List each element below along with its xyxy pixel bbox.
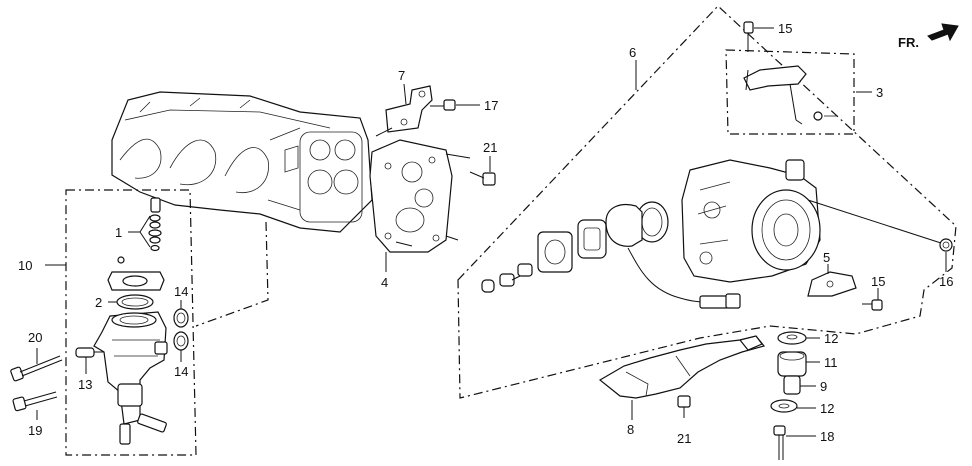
callout-12-upper: 12 [824, 331, 838, 346]
callout-13: 13 [78, 377, 92, 392]
leader-1 [128, 215, 151, 248]
bolt-19 [12, 391, 58, 412]
group-6-outline [457, 5, 957, 399]
callout-19: 19 [28, 423, 42, 438]
callout-18: 18 [820, 429, 834, 444]
callout-14-lower: 14 [174, 364, 188, 379]
group-3-outline [725, 49, 855, 135]
callout-4: 4 [381, 275, 388, 290]
fast-idle-valve-stack [117, 197, 162, 264]
bracket-5 [807, 271, 857, 297]
callout-14-upper: 14 [174, 284, 188, 299]
callout-3: 3 [876, 85, 883, 100]
manifold-leader [195, 221, 269, 327]
cover-gasket [107, 271, 165, 310]
callout-7: 7 [398, 68, 405, 83]
hose-fitting [75, 347, 104, 358]
bracket-8 [598, 335, 766, 399]
o-rings [173, 308, 189, 351]
bolt-15-upper [743, 21, 754, 91]
callout-21-upper: 21 [483, 140, 497, 155]
bolt-17 [430, 99, 456, 111]
leader-7 [403, 83, 407, 105]
callout-20: 20 [28, 330, 42, 345]
bolt-20 [10, 355, 63, 382]
group-10-outline [65, 189, 197, 456]
callout-6: 6 [629, 45, 636, 60]
bolt-15-lower [862, 299, 883, 311]
sensor-screw [481, 263, 533, 293]
callout-10: 10 [18, 258, 32, 273]
arrow-right-icon [927, 23, 959, 42]
callout-17: 17 [484, 98, 498, 113]
throttle-body [681, 159, 945, 283]
callout-12-lower: 12 [820, 401, 834, 416]
bolt-21-upper [469, 171, 496, 186]
callout-16: 16 [939, 274, 953, 289]
callout-5: 5 [823, 250, 830, 265]
bolt-21-lower [677, 395, 691, 418]
intake-manifold [111, 91, 373, 233]
callout-1: 1 [115, 225, 122, 240]
callout-2: 2 [95, 295, 102, 310]
callout-9: 9 [820, 379, 827, 394]
valve-body [93, 311, 168, 445]
throttle-spacer [369, 139, 471, 253]
link-bracket-3 [743, 65, 838, 125]
sensor-gasket [537, 231, 573, 273]
manifold-link [375, 127, 393, 137]
mount-stack [770, 331, 807, 460]
callout-8: 8 [627, 422, 634, 437]
callout-15-upper: 15 [778, 21, 792, 36]
nut-16 [939, 238, 953, 252]
callout-21-lower: 21 [677, 431, 691, 446]
idle-control-sensor [577, 201, 741, 309]
callout-15-lower: 15 [871, 274, 885, 289]
callout-11: 11 [824, 355, 838, 370]
direction-label: FR. [898, 35, 919, 50]
bracket-7 [385, 85, 433, 133]
